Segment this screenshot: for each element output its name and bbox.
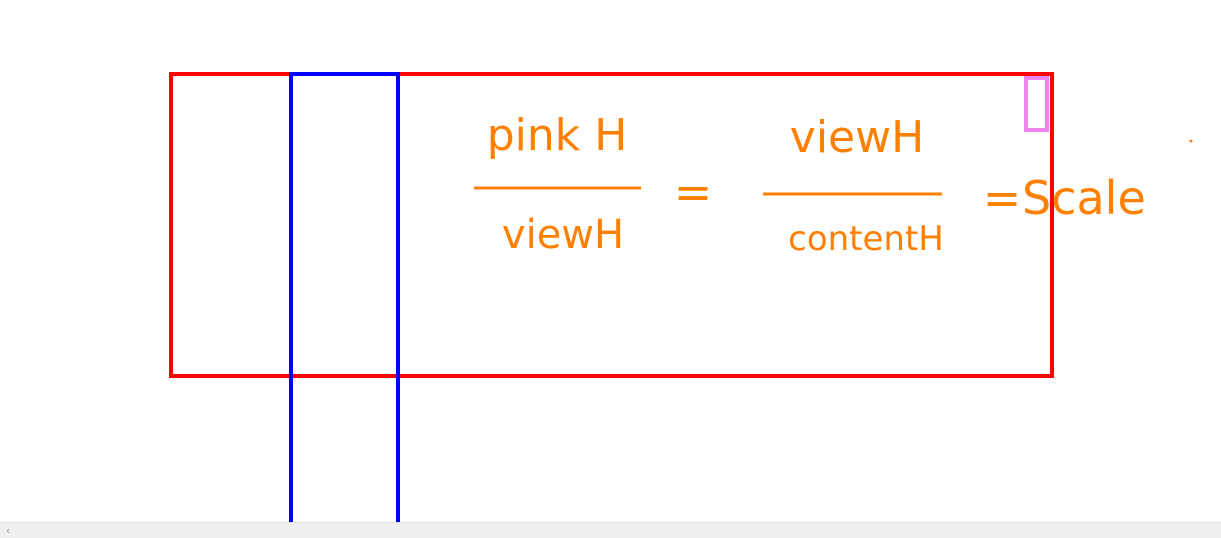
left-numerator: pink H xyxy=(487,110,628,161)
viewport-box xyxy=(169,72,1054,378)
horizontal-scrollbar[interactable]: ‹ xyxy=(0,522,1221,538)
equals-sign-1: = xyxy=(674,165,713,219)
left-denominator: viewH xyxy=(502,212,624,258)
content-box xyxy=(289,72,400,535)
stray-dot xyxy=(1189,139,1193,143)
result-scale: Scale xyxy=(1022,171,1146,225)
equals-sign-2: = xyxy=(983,171,1022,225)
pink-thumb-box xyxy=(1024,76,1049,132)
right-denominator: contentH xyxy=(788,219,944,259)
chevron-left-icon[interactable]: ‹ xyxy=(5,524,11,537)
right-numerator: viewH xyxy=(790,112,924,163)
